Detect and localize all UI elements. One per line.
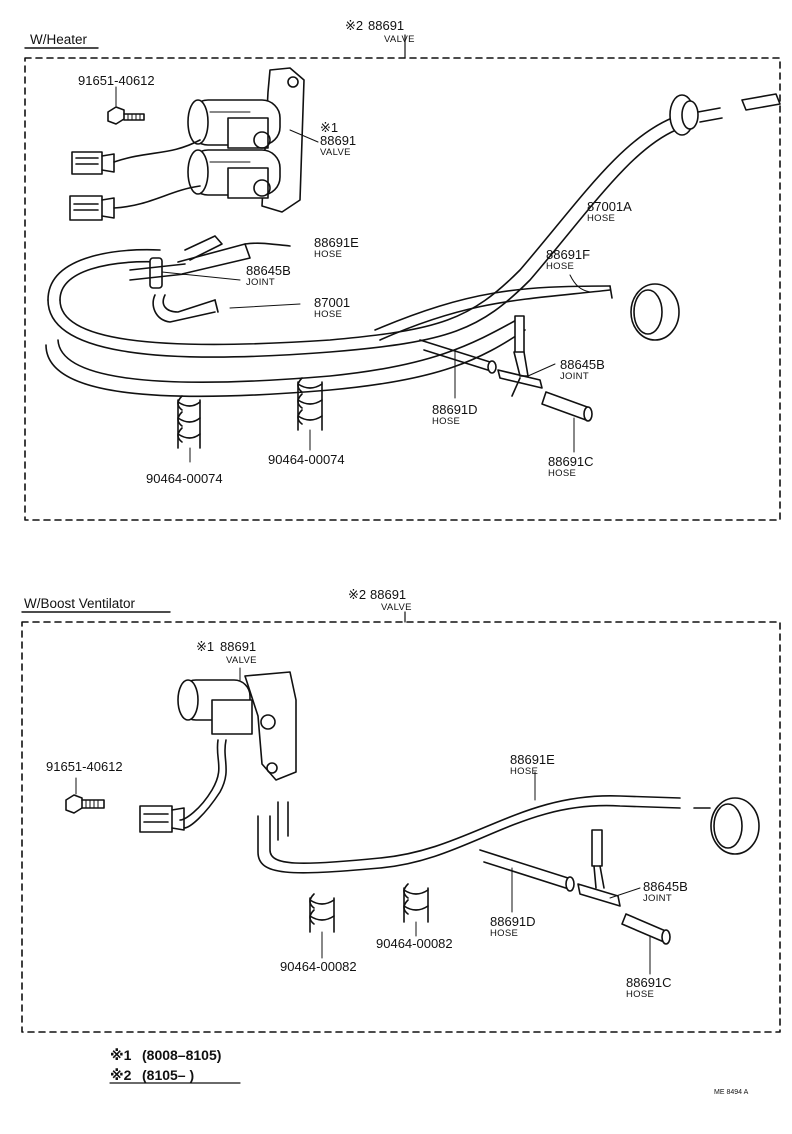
callout-mark: ※2: [345, 18, 364, 33]
hose-88691C: [541, 391, 593, 453]
connector-icon: [69, 139, 201, 221]
callout-name: HOSE: [314, 249, 343, 260]
callout-name: HOSE: [626, 989, 655, 1000]
callout-part: 88691D: [490, 914, 536, 929]
callout-part: 90464-00082: [376, 936, 453, 951]
clamp-icon: [403, 883, 429, 937]
callout-name: JOINT: [643, 893, 672, 904]
callout-name: HOSE: [548, 468, 577, 479]
callout-part: 88691D: [432, 402, 478, 417]
callout-part: 87001: [314, 295, 351, 310]
callout-name: VALVE: [320, 147, 351, 158]
single-valve-icon: [177, 667, 297, 781]
note-range: (8008–8105): [142, 1047, 222, 1063]
bolt-icon: [65, 777, 105, 814]
callout-part: 88691: [370, 587, 407, 602]
callout-part: 91651-40612: [78, 73, 155, 88]
boost-section-drawing: [21, 611, 781, 1033]
heater-section-frame: [24, 57, 781, 521]
double-valve-icon: [187, 67, 319, 213]
note-mark: ※2: [110, 1067, 132, 1083]
hose-88691D: [419, 339, 497, 399]
connector-icon: [139, 739, 227, 833]
callout-part: 91651-40612: [46, 759, 123, 774]
hose-88691E: [177, 235, 291, 275]
bolt-icon: [107, 86, 145, 125]
grommet-icon: [693, 797, 760, 855]
callout-name: HOSE: [432, 416, 461, 427]
callout-name: HOSE: [314, 309, 343, 320]
callout-part: 88645B: [560, 357, 605, 372]
callout-name: HOSE: [546, 261, 575, 272]
callout-part: 88691E: [510, 752, 555, 767]
callout-name: JOINT: [246, 277, 275, 288]
callout-name: HOSE: [490, 928, 519, 939]
callout-part: 88691F: [546, 247, 591, 262]
callout-mark: ※1: [196, 639, 215, 654]
joint-icon: [129, 257, 241, 289]
joint-icon: [577, 829, 641, 907]
hose-88691D: [479, 849, 575, 913]
callout-name: VALVE: [384, 34, 415, 45]
callout-part: 88645B: [643, 879, 688, 894]
section-heading-heater: W/Heater: [30, 32, 88, 47]
clamp-icon: [177, 395, 201, 463]
joint-icon: [497, 315, 556, 397]
hose-88691C: [621, 913, 671, 975]
hose-88691E: [257, 771, 681, 874]
heater-section-drawing: [24, 34, 781, 521]
callout-name: HOSE: [510, 766, 539, 777]
callout-part: 88691: [368, 18, 405, 33]
grommet-icon: [669, 93, 781, 136]
callout-part: 88691: [220, 639, 257, 654]
callout-part: 88645B: [246, 263, 291, 278]
note-mark: ※1: [110, 1047, 132, 1063]
callout-mark: ※1: [320, 120, 339, 135]
callout-name: VALVE: [381, 602, 412, 613]
callout-part: 88691: [320, 133, 357, 148]
callout-name: HOSE: [587, 213, 616, 224]
callout-mark: ※2: [348, 587, 367, 602]
section-heading-boost: W/Boost Ventilator: [24, 596, 136, 611]
callout-part: 90464-00074: [146, 471, 223, 486]
callout-name: JOINT: [560, 371, 589, 382]
hose-87001: [152, 294, 301, 323]
hose-88691F: [374, 274, 680, 341]
callout-name: VALVE: [226, 655, 257, 666]
callout-part: 90464-00082: [280, 959, 357, 974]
drawing-code: ME 8494 A: [714, 1089, 749, 1096]
note-range: (8105– ): [142, 1067, 195, 1083]
callout-part: 90464-00074: [268, 452, 345, 467]
clamp-icon: [297, 377, 323, 451]
callout-part: 88691C: [548, 454, 594, 469]
callout-part: 87001A: [587, 199, 632, 214]
clamp-icon: [309, 893, 335, 959]
callout-part: 88691C: [626, 975, 672, 990]
hose-87001A: [45, 117, 677, 398]
callout-part: 88691E: [314, 235, 359, 250]
boost-section-frame: [21, 621, 781, 1033]
